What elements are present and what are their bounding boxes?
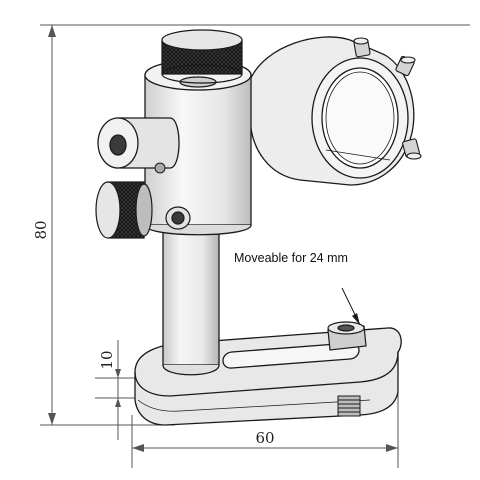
bottom-thumb-screw	[337, 395, 361, 417]
dim-base-thickness-label: 10	[98, 350, 116, 369]
dim-height-label: 80	[32, 220, 50, 239]
moveable-annotation: Moveable for 24 mm	[234, 251, 348, 265]
ring-set-screws	[353, 37, 422, 160]
ring-clamp	[249, 36, 415, 186]
side-knurled-thumbwheel	[95, 181, 153, 239]
small-hole	[154, 162, 166, 174]
dimension-lines	[40, 24, 470, 468]
vertical-post	[162, 224, 220, 376]
socket-head-screw	[327, 321, 367, 351]
dim-base-length-label: 60	[255, 429, 274, 447]
tapped-hole	[165, 206, 191, 230]
top-knurled-knob	[161, 29, 243, 84]
side-boss	[97, 117, 180, 169]
set-screw-top-right	[395, 55, 416, 77]
dimension-arrows	[48, 25, 398, 452]
annotation-leader-arrow	[352, 313, 360, 325]
set-screw-bottom-right	[402, 138, 422, 160]
set-screw-top-left	[353, 37, 371, 58]
